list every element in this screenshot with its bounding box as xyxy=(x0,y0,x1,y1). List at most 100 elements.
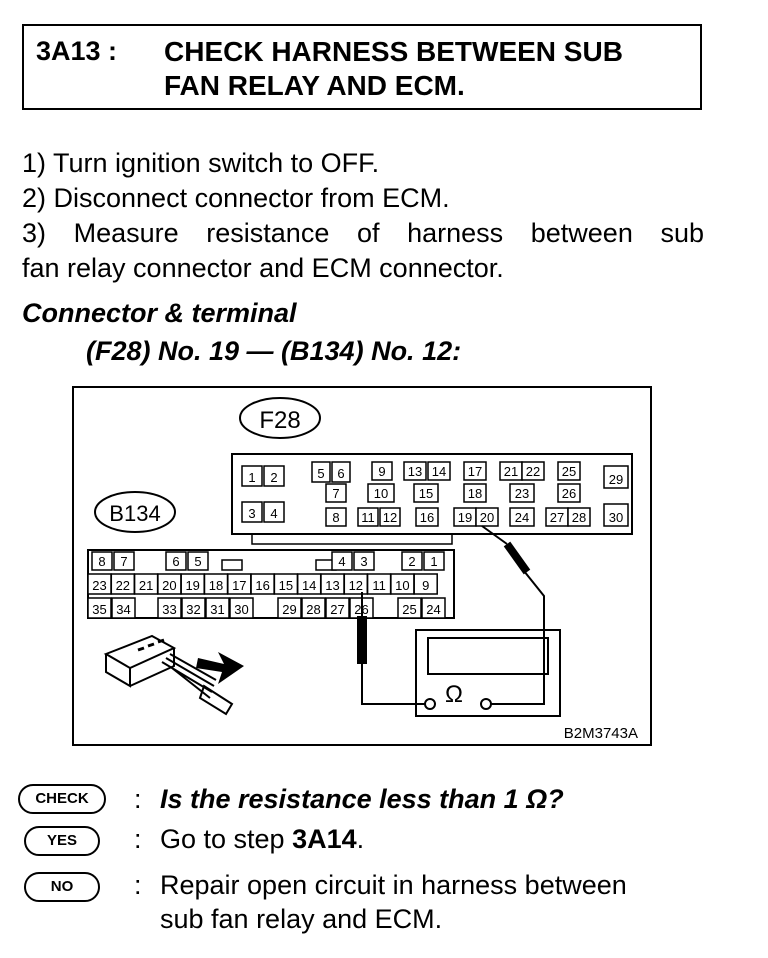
b134-terminal-8-cell xyxy=(91,551,113,571)
f28-terminal-5-cell xyxy=(311,461,331,483)
b134-terminal-31: 31 xyxy=(210,602,224,617)
b134-terminal-13: 13 xyxy=(325,578,339,593)
b134-terminal-2: 2 xyxy=(408,554,415,569)
b134-terminal-14: 14 xyxy=(302,578,316,593)
b134-terminal-32-cell xyxy=(181,597,206,619)
b134-terminal-11: 11 xyxy=(372,578,386,593)
f28-terminal-13-cell xyxy=(403,461,427,481)
f28-terminal-17-cell xyxy=(463,461,487,481)
f28-terminal-29-cell xyxy=(603,465,629,489)
multimeter-display xyxy=(427,637,549,675)
b134-terminal-7: 7 xyxy=(120,554,127,569)
f28-terminal-23-cell xyxy=(509,483,535,503)
yes-answer: Go to step 3A14. xyxy=(160,824,364,855)
figure-code: B2M3743A xyxy=(564,725,638,742)
instruction-steps: 1) Turn ignition switch to OFF. 2) Disco… xyxy=(22,146,704,286)
probe-right-tip xyxy=(481,525,508,545)
b134-terminal-22: 22 xyxy=(116,578,130,593)
b134-terminal-34: 34 xyxy=(116,602,130,617)
f28-terminal-19: 19 xyxy=(458,510,472,525)
f28-connector xyxy=(231,453,633,535)
b134-terminal-30: 30 xyxy=(234,602,248,617)
b134-terminal-8: 8 xyxy=(98,554,105,569)
f28-terminal-20: 20 xyxy=(480,510,494,525)
step-3: 3) Measure resistance of harness between… xyxy=(22,218,704,248)
step-1: 1) Turn ignition switch to OFF. xyxy=(22,148,380,178)
connector-illustration xyxy=(103,634,244,716)
probe-jack-right xyxy=(480,698,492,710)
f28-terminal-26-cell xyxy=(557,483,581,503)
b134-terminal-28-cell xyxy=(301,597,326,619)
ohm-symbol: Ω xyxy=(445,681,463,708)
f28-terminal-6: 6 xyxy=(337,466,344,481)
yes-badge: YES xyxy=(24,826,100,856)
f28-terminal-5: 5 xyxy=(317,466,324,481)
b134-terminal-5: 5 xyxy=(194,554,201,569)
f28-terminal-15: 15 xyxy=(419,486,433,501)
b134-terminal-6: 6 xyxy=(172,554,179,569)
f28-terminal-2: 2 xyxy=(270,470,277,485)
f28-terminal-16-cell xyxy=(415,507,439,527)
connector-title: Connector & terminal xyxy=(22,298,297,328)
f28-label: F28 xyxy=(259,407,300,434)
connector-terminals: (F28) No. 19 — (B134) No. 12: xyxy=(86,336,462,366)
f28-terminal-7: 7 xyxy=(332,486,339,501)
check-question: Is the resistance less than 1 Ω? xyxy=(160,784,564,814)
b134-terminal-25-cell xyxy=(397,597,422,619)
f28-terminal-29: 29 xyxy=(609,472,623,487)
probe-left xyxy=(357,616,367,664)
f28-terminal-25: 25 xyxy=(562,464,576,479)
f28-terminal-28: 28 xyxy=(572,510,586,525)
probe-right xyxy=(503,541,531,575)
b134-terminal-3: 3 xyxy=(360,554,367,569)
b134-terminal-15: 15 xyxy=(279,578,293,593)
b134-terminal-1-cell xyxy=(423,551,445,571)
step-2: 2) Disconnect connector from ECM. xyxy=(22,183,450,213)
b134-terminal-32: 32 xyxy=(186,602,200,617)
b134-terminal-18: 18 xyxy=(209,578,223,593)
b134-terminal-19: 19 xyxy=(185,578,199,593)
b134-terminal-2-cell xyxy=(401,551,423,571)
b134-terminal-16: 16 xyxy=(255,578,269,593)
f28-terminal-13: 13 xyxy=(408,464,422,479)
f28-terminal-2-cell xyxy=(263,465,285,487)
b134-terminal-24: 24 xyxy=(426,602,440,617)
f28-terminal-22-cell xyxy=(521,461,545,481)
step-title-box: 3A13 : CHECK HARNESS BETWEEN SUB FAN REL… xyxy=(22,24,702,110)
yes-colon: : xyxy=(134,824,142,854)
b134-terminal-25: 25 xyxy=(402,602,416,617)
b134-terminal-24-cell xyxy=(421,597,446,619)
diagram-frame xyxy=(72,386,652,746)
yes-next-step[interactable]: 3A14 xyxy=(292,824,357,854)
f28-terminal-23: 23 xyxy=(515,486,529,501)
f28-terminal-7-cell xyxy=(325,483,347,503)
f28-connector-lip xyxy=(251,534,453,545)
f28-terminal-20-cell xyxy=(475,507,499,527)
b134-terminal-29: 29 xyxy=(282,602,296,617)
f28-terminal-11: 11 xyxy=(361,510,375,525)
b134-label-outline xyxy=(94,491,176,533)
f28-terminal-14-cell xyxy=(427,461,451,481)
check-badge: CHECK xyxy=(18,784,106,814)
no-colon: : xyxy=(134,870,142,900)
step-id: 3A13 : xyxy=(36,36,118,66)
f28-terminal-1-cell xyxy=(241,465,263,487)
b134-terminal-27-cell xyxy=(325,597,350,619)
b134-terminal-29-cell xyxy=(277,597,302,619)
f28-label-outline xyxy=(239,397,321,439)
f28-terminal-18-cell xyxy=(463,483,487,503)
f28-terminal-25-cell xyxy=(557,461,581,481)
b134-terminal-28: 28 xyxy=(306,602,320,617)
f28-terminal-30-cell xyxy=(603,503,629,527)
f28-terminal-22: 22 xyxy=(526,464,540,479)
f28-terminal-10-cell xyxy=(367,483,395,503)
b134-terminal-9-cell xyxy=(413,573,438,595)
b134-terminal-33-cell xyxy=(157,597,182,619)
f28-terminal-26: 26 xyxy=(562,486,576,501)
yes-text-suffix: . xyxy=(356,824,365,854)
f28-terminal-3-cell xyxy=(241,501,263,523)
no-badge: NO xyxy=(24,872,100,902)
b134-terminal-3-cell xyxy=(353,551,375,571)
f28-terminal-4: 4 xyxy=(270,506,277,521)
